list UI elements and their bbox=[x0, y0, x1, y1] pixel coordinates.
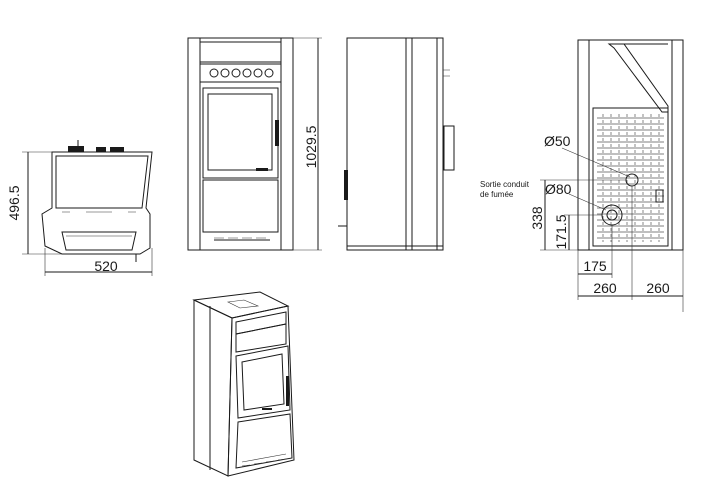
isometric-view bbox=[192, 291, 295, 477]
rear-grille bbox=[597, 114, 664, 242]
control-knobs bbox=[209, 68, 274, 78]
depth-dimension-label: 496.5 bbox=[6, 185, 22, 220]
offset-175-label: 175 bbox=[583, 258, 607, 274]
flue-small-label: Ø50 bbox=[544, 133, 571, 149]
height-171-5-label: 171.5 bbox=[553, 214, 569, 249]
flue-note-line1: Sortie conduit bbox=[480, 180, 530, 189]
half-right-label: 260 bbox=[646, 280, 670, 296]
width-dimension-label: 520 bbox=[94, 258, 118, 274]
front-view: 1029.5 bbox=[187, 37, 322, 251]
half-left-label: 260 bbox=[593, 280, 617, 296]
rear-view: Ø50 Ø80 Sortie conduit de fumée 338 171.… bbox=[480, 39, 684, 312]
height-338-label: 338 bbox=[529, 206, 545, 230]
height-dimension-label: 1029.5 bbox=[303, 125, 319, 168]
top-view: 496.5 520 bbox=[6, 140, 153, 276]
side-view bbox=[338, 37, 455, 251]
flue-large-label: Ø80 bbox=[545, 181, 572, 197]
flue-note-line2: de fumée bbox=[480, 190, 514, 199]
